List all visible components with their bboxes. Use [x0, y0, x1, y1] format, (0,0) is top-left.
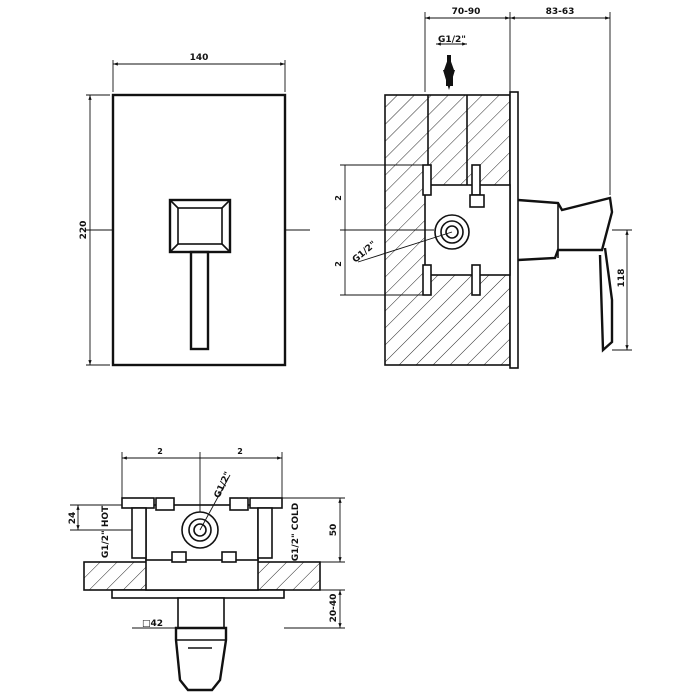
front-height-dimension: 220 — [79, 94, 110, 366]
side-cover-plate — [509, 91, 519, 369]
top-offset-dimension: 24 G1/2" HOT — [68, 504, 132, 558]
top-handle-size-label: □42 — [142, 619, 163, 629]
front-height-label: 220 — [79, 221, 89, 240]
side-outlet-label: G1/2" — [438, 35, 466, 45]
side-lever-reach-dimension: 83-63 — [510, 7, 611, 195]
side-tick-mark-upper: 2 — [334, 195, 343, 201]
side-tick-mark-lower: 2 — [334, 261, 343, 267]
top-center-label: G1/2" — [213, 470, 234, 500]
top-handle — [174, 626, 228, 692]
front-width-label: 140 — [190, 53, 209, 63]
top-tick-mark-right: 2 — [237, 447, 243, 456]
front-view: 140 220 — [79, 53, 310, 367]
top-handle-size-dimension: □42 — [132, 619, 176, 629]
top-cover-plate — [111, 589, 285, 599]
top-body-height-label: 50 — [329, 524, 339, 537]
front-lever — [189, 250, 210, 351]
front-width-dimension: 140 — [112, 53, 286, 92]
top-hot-label: G1/2" HOT — [101, 505, 111, 558]
top-tick-mark-left: 2 — [157, 447, 163, 456]
side-lever-height-label: 118 — [617, 269, 627, 288]
top-body-height-dimension: 50 — [282, 497, 345, 563]
top-plate-depth-dimension: 20-40 — [284, 589, 345, 629]
top-cold-label: G1/2" COLD — [291, 503, 301, 561]
front-plate — [111, 93, 287, 367]
side-depth-dimension: 70-90 — [424, 7, 511, 92]
top-offset-label: 24 — [68, 512, 78, 525]
top-plate-depth-label: 20-40 — [329, 594, 339, 623]
side-lever — [517, 196, 614, 353]
side-lever-height-dimension: 118 — [612, 229, 632, 351]
side-depth-label: 70-90 — [452, 7, 481, 17]
side-inlet-label: G1/2" — [351, 240, 379, 266]
top-view: 2 2 G1/2" 24 G1/2" HOT G1/2" COLD 50 20-… — [68, 447, 345, 692]
side-lever-reach-label: 83-63 — [546, 7, 575, 17]
side-view: 70-90 83-63 G1/2" 2 2 G1/2" 118 — [334, 7, 632, 369]
side-outlet-dimension: G1/2" — [436, 35, 467, 46]
